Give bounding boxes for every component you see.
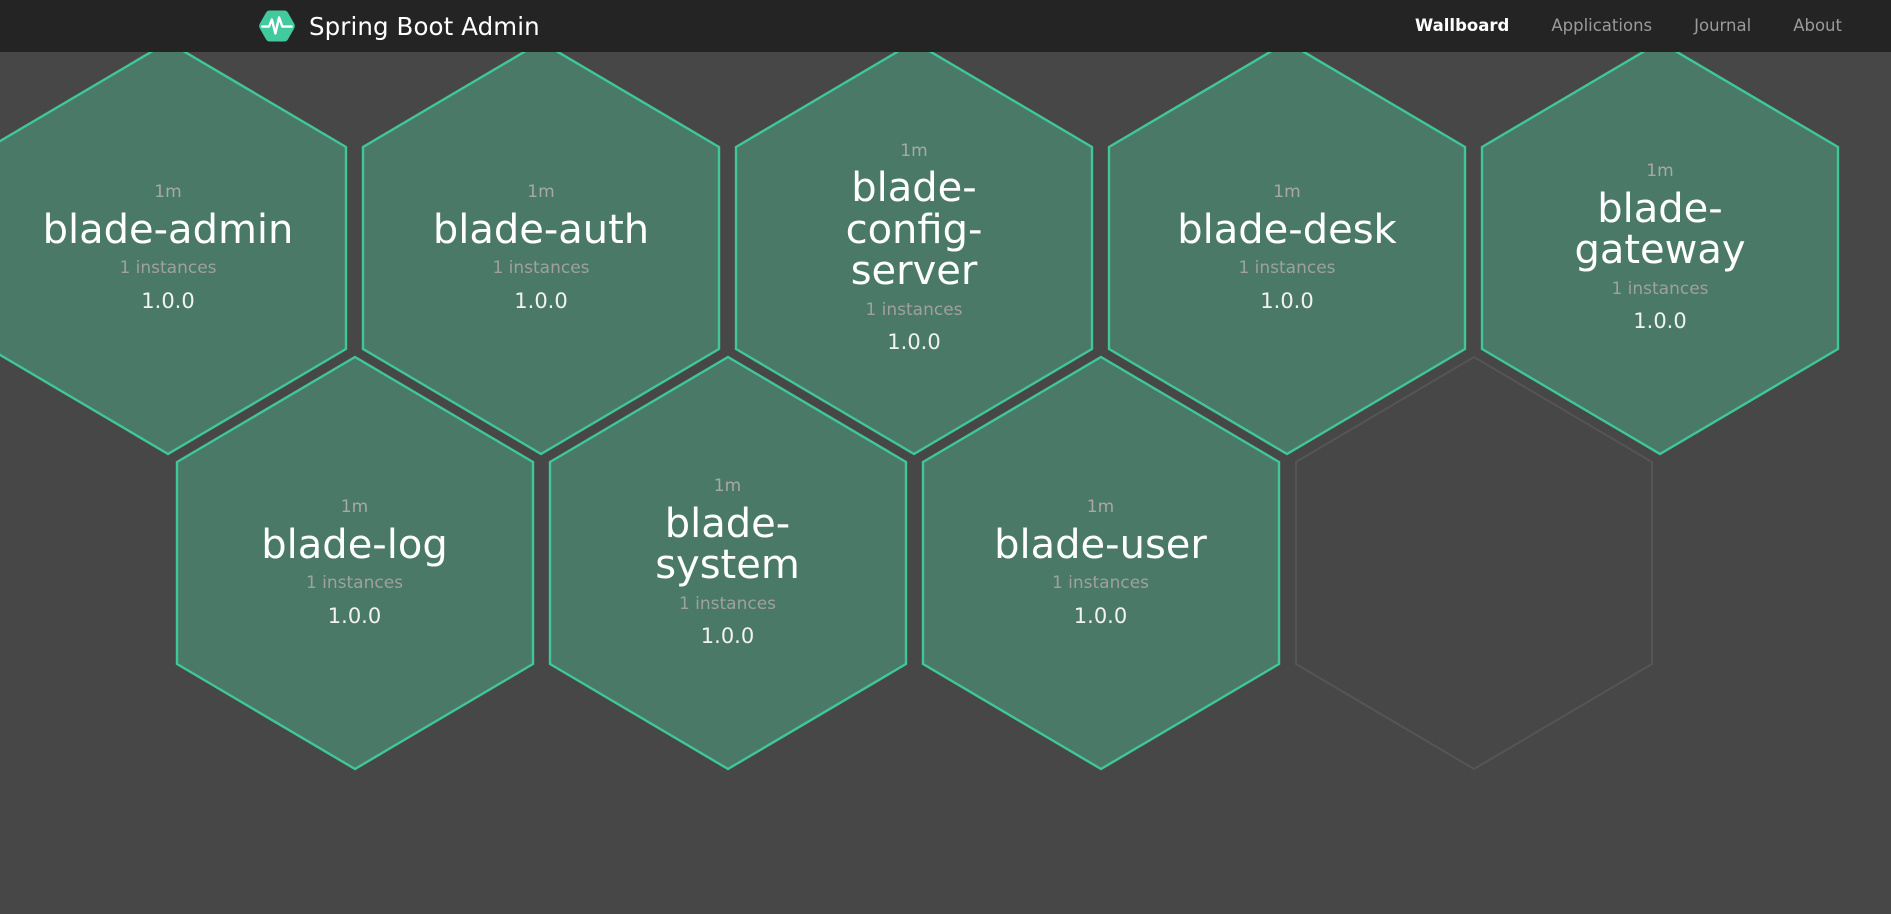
brand-title: Spring Boot Admin	[309, 11, 540, 41]
hexagon-shape	[548, 355, 907, 771]
spring-boot-admin-logo-icon	[258, 7, 296, 45]
hexagon-shape	[1107, 52, 1467, 456]
hexagon-shape	[361, 52, 721, 456]
hexagon-shape	[921, 355, 1280, 771]
top-navbar: Spring Boot Admin Wallboard Applications…	[0, 0, 1891, 52]
hexagon-shape	[175, 355, 534, 771]
hexagon-shape	[1480, 52, 1840, 456]
brand-link[interactable]: Spring Boot Admin	[258, 7, 540, 45]
empty-hexagon-placeholder	[1292, 353, 1656, 773]
main-nav: Wallboard Applications Journal About	[1394, 0, 1863, 52]
hexagon-shape	[1294, 355, 1653, 771]
hexagon-shape	[0, 52, 348, 456]
nav-item-about[interactable]: About	[1793, 16, 1842, 35]
nav-item-journal[interactable]: Journal	[1694, 16, 1752, 35]
nav-item-wallboard[interactable]: Wallboard	[1415, 16, 1510, 35]
nav-item-applications[interactable]: Applications	[1551, 16, 1653, 35]
hexagon-shape	[734, 52, 1094, 456]
